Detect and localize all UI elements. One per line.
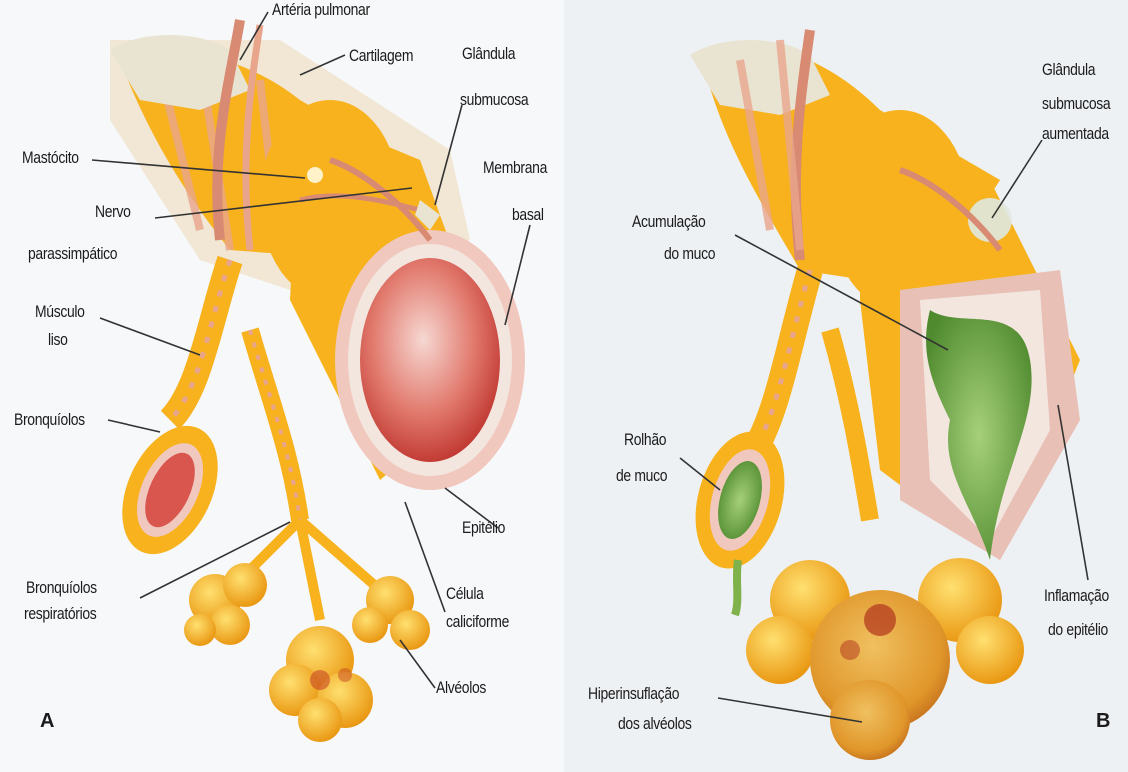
label-nervo-l2: parassimpático xyxy=(28,244,117,263)
label-musculo-l2: liso xyxy=(48,330,68,349)
label-glandula-l1: Glândula xyxy=(462,44,515,63)
label-mastocito: Mastócito xyxy=(22,148,79,167)
label-bronquiolos-resp-l2: respiratórios xyxy=(24,604,96,623)
label-glandula-aumentada-l3: aumentada xyxy=(1042,124,1109,143)
label-hiperinsuflacao-l2: dos alvéolos xyxy=(618,714,692,733)
label-inflamacao-l2: do epitélio xyxy=(1048,620,1108,639)
label-rolhao-l1: Rolhão xyxy=(624,430,666,449)
label-nervo-l1: Nervo xyxy=(95,202,131,221)
panel-a-letter: A xyxy=(40,712,54,731)
label-bronquiolos-resp-l1: Bronquíolos xyxy=(26,578,97,597)
label-musculo-l1: Músculo xyxy=(35,302,85,321)
label-celula-l2: caliciforme xyxy=(446,612,509,631)
label-glandula-l2: submucosa xyxy=(460,90,528,109)
label-acumulacao-l2: do muco xyxy=(664,244,715,263)
panel-b-letter: B xyxy=(1096,712,1110,731)
label-bronquiolos: Bronquíolos xyxy=(14,410,85,429)
label-arteria-pulmonar: Artéria pulmonar xyxy=(272,0,370,19)
label-hiperinsuflacao-l1: Hiperinsuflação xyxy=(588,684,679,703)
label-glandula-aumentada-l2: submucosa xyxy=(1042,94,1110,113)
label-membrana-l1: Membrana xyxy=(483,158,547,177)
label-cartilagem: Cartilagem xyxy=(349,46,413,65)
label-epitelio: Epitélio xyxy=(462,518,505,537)
label-celula-l1: Célula xyxy=(446,584,484,603)
label-acumulacao-l1: Acumulação xyxy=(632,212,705,231)
label-rolhao-l2: de muco xyxy=(616,466,667,485)
label-glandula-aumentada-l1: Glândula xyxy=(1042,60,1095,79)
label-inflamacao-l1: Inflamação xyxy=(1044,586,1109,605)
label-alveolos: Alvéolos xyxy=(436,678,486,697)
label-membrana-l2: basal xyxy=(512,205,544,224)
